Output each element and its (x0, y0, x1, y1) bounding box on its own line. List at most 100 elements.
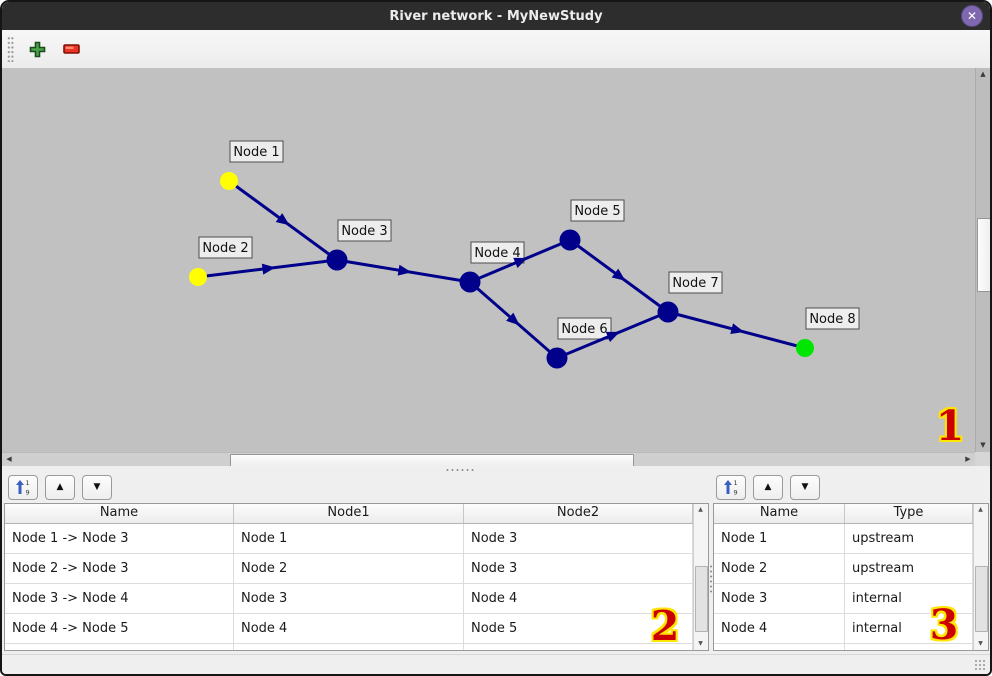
node-label-box (557, 317, 612, 340)
table-cell: internal (845, 614, 973, 643)
table-header-cell[interactable]: Type (845, 504, 973, 523)
node-circle[interactable] (220, 172, 238, 190)
table-cell: Node 4 (234, 614, 464, 643)
edge-arrow-icon (506, 312, 520, 326)
plus-icon (29, 41, 45, 57)
node-label: Node 5 (574, 204, 620, 219)
table-header-cell[interactable]: Name (5, 504, 234, 523)
nodes-move-down-button[interactable]: ▼ (790, 474, 820, 500)
nodes-move-up-button[interactable]: ▲ (753, 474, 783, 500)
vscroll-thumb[interactable] (695, 566, 708, 632)
table-cell: Node 3 (464, 554, 693, 583)
toolbar-grip[interactable] (7, 36, 14, 62)
table-cell: Node 4 (714, 614, 845, 643)
splitter-handle-icon (445, 468, 475, 472)
edge-arrow-icon (730, 323, 745, 335)
table-cell (464, 644, 693, 650)
table-header-cell[interactable]: Name (714, 504, 845, 523)
window-title: River network - MyNewStudy (389, 8, 603, 24)
table-cell: Node 2 (714, 554, 845, 583)
table-cell: internal (845, 584, 973, 613)
table-header-cell[interactable]: Node1 (234, 504, 464, 523)
scroll-up-button[interactable]: ▲ (698, 506, 703, 513)
table-cell: upstream (845, 524, 973, 553)
close-icon: ✕ (966, 9, 978, 23)
up-arrow-icon: ▲ (56, 481, 64, 492)
edge-arrow-icon (605, 331, 620, 342)
node-label-box (229, 140, 284, 163)
table-cell: Node 4 -> Node 5 (5, 614, 234, 643)
sort-ascending-icon: 1 9 (724, 479, 738, 495)
node-label-box (805, 307, 860, 330)
table-cell: Node 2 -> Node 3 (5, 554, 234, 583)
table-cell (845, 644, 973, 650)
node-circle[interactable] (546, 347, 568, 369)
table-cell (234, 644, 464, 650)
table-cell: Node 3 (464, 524, 693, 553)
vscroll-thumb[interactable] (975, 566, 988, 632)
svg-text:1: 1 (26, 479, 30, 487)
pane-splitter[interactable] (2, 466, 990, 472)
remove-link-button[interactable] (60, 38, 82, 60)
nodes-toolbar: 1 9 ▲ ▼ (716, 473, 827, 501)
node-circle[interactable] (559, 229, 581, 251)
node-label: Node 1 (233, 145, 279, 160)
titlebar[interactable]: River network - MyNewStudy ✕ (2, 2, 990, 30)
table-cell: Node 5 (464, 614, 693, 643)
table-header-cell[interactable]: Node2 (464, 504, 693, 523)
table-cell (5, 644, 234, 650)
svg-text:9: 9 (26, 489, 30, 496)
edge-arrow-icon (611, 268, 626, 281)
edge-arrow-icon (275, 213, 290, 226)
scroll-left-button[interactable]: ◀ (6, 455, 12, 463)
vscroll-thumb[interactable] (977, 218, 990, 292)
close-button[interactable]: ✕ (961, 5, 983, 27)
node-circle[interactable] (657, 301, 679, 323)
node-label: Node 7 (672, 276, 718, 291)
resize-grip[interactable] (974, 659, 986, 671)
node-circle[interactable] (326, 249, 348, 271)
node-circle[interactable] (189, 268, 207, 286)
scroll-right-button[interactable]: ▶ (965, 455, 971, 463)
canvas-vscrollbar: ▲ ▼ (975, 68, 990, 452)
nodes-sort-button[interactable]: 1 9 (716, 474, 746, 500)
nodes-table-vscrollbar: ▲ ▼ (973, 504, 988, 650)
links-sort-button[interactable]: 1 9 (8, 474, 38, 500)
up-arrow-icon: ▲ (764, 481, 772, 492)
table-cell: Node 4 (464, 584, 693, 613)
canvas-hscrollbar: ◀ ▶ (2, 452, 975, 467)
node-label-box (470, 241, 525, 264)
links-move-down-button[interactable]: ▼ (82, 474, 112, 500)
edge-arrow-icon (397, 264, 412, 276)
table-cell: Node 2 (234, 554, 464, 583)
edge-arrow-icon (261, 263, 276, 275)
scroll-up-button[interactable]: ▲ (978, 506, 983, 513)
scroll-down-button[interactable]: ▼ (978, 640, 983, 647)
scroll-down-button[interactable]: ▼ (980, 441, 986, 449)
edge-arrow-icon (513, 257, 528, 269)
scroll-up-button[interactable]: ▲ (980, 70, 986, 78)
links-move-up-button[interactable]: ▲ (45, 474, 75, 500)
table-cell: Node 3 (714, 584, 845, 613)
table-row (714, 644, 988, 650)
scroll-down-button[interactable]: ▼ (698, 640, 703, 647)
add-link-button[interactable] (26, 38, 48, 60)
table-cell: upstream (845, 554, 973, 583)
node-label: Node 6 (561, 322, 607, 337)
node-circle[interactable] (459, 271, 481, 293)
panel-splitter[interactable] (709, 472, 713, 654)
node-circle[interactable] (796, 339, 814, 357)
